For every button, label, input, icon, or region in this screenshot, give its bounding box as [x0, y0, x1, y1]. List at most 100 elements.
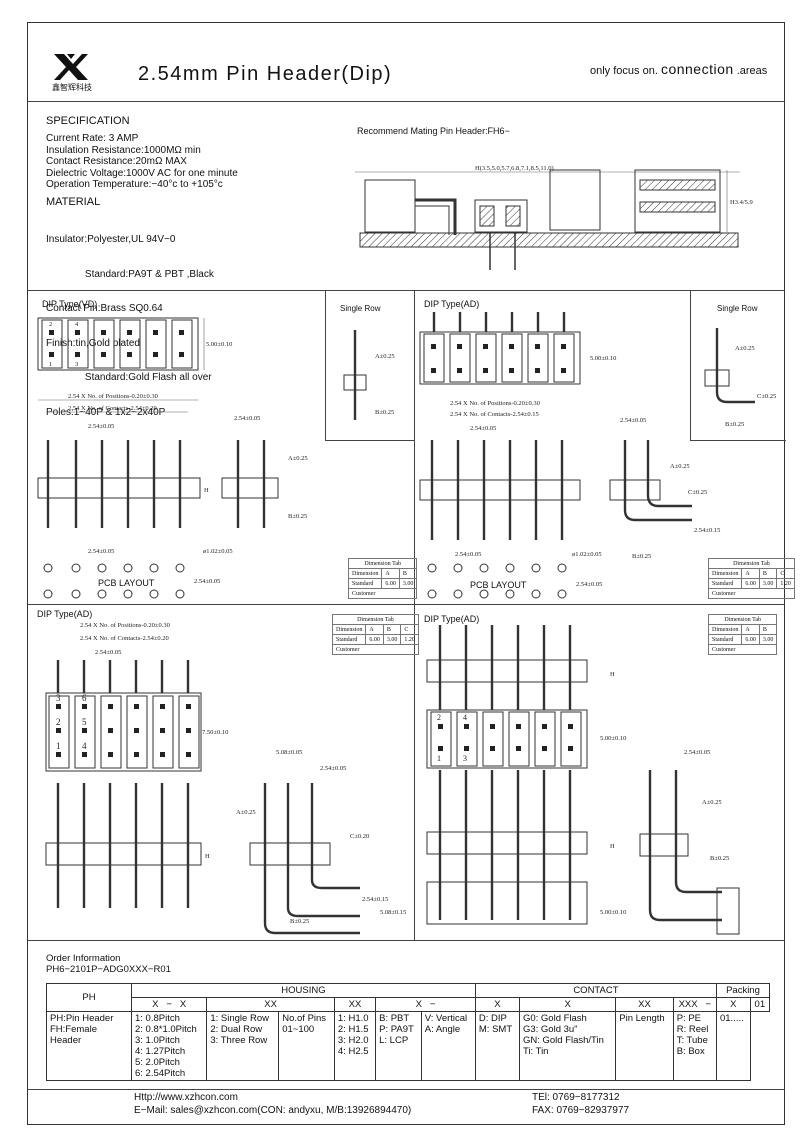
- dim-cell: Dimension: [707, 568, 743, 579]
- dim-cell: A: [381, 568, 400, 579]
- dim-label: 7.50±0.10: [202, 729, 228, 736]
- order-table: PH HOUSING CONTACT Packing X − X XX XX X…: [46, 983, 771, 1081]
- pin-number: 3: [75, 361, 78, 368]
- dim-label: 2.54±0.05: [684, 749, 710, 756]
- dim-cell: Standard: [707, 578, 743, 589]
- dim-label: ø1.02±0.05: [203, 548, 233, 555]
- dim-cell: B: [398, 568, 418, 579]
- footer-fax: FAX: 0769−82937977: [532, 1105, 630, 1116]
- dim-label: C±0.25: [757, 393, 776, 400]
- tagline-prefix: only focus on.: [590, 65, 658, 77]
- dim-label: 2.54±0.05: [194, 578, 220, 585]
- dim-label: H: [610, 843, 615, 850]
- mating-label: Recommend Mating Pin Header:FH6−: [357, 126, 510, 136]
- single-row-box: [690, 290, 786, 441]
- dim-label: 5.00±0.10: [600, 909, 626, 916]
- dim-label: 2.54 X No. of Positions-0.20±0.30: [80, 622, 170, 629]
- dim-label: A±0.25: [735, 345, 755, 352]
- dim-label: A±0.25: [288, 455, 308, 462]
- dim-label: B±0.25: [725, 421, 744, 428]
- pin-number: 4: [463, 713, 467, 722]
- dim-label: 2.54±0.15: [362, 896, 388, 903]
- footer-email[interactable]: E−Mail: sales@xzhcon.com(CON: andyxu, M/…: [134, 1105, 412, 1116]
- dim-cell: Customer: [347, 588, 418, 599]
- company-logo: 鑫智辉科技: [52, 52, 92, 92]
- dim-label: A±0.25: [375, 353, 395, 360]
- single-row-drawing: A±0.25 B±0.25: [343, 330, 395, 420]
- dim-label: B±0.25: [290, 918, 309, 925]
- dim-label: H: [205, 853, 210, 860]
- spec-list: Current Rate: 3 AMP Insulation Resistanc…: [46, 133, 238, 191]
- vd-top-view: 2 4 1 3 5.00±0.10: [37, 317, 232, 371]
- pin-number: 3: [463, 754, 467, 763]
- order-code: X − X: [130, 997, 208, 1012]
- dim-table-title: Dimension Tab: [347, 558, 418, 569]
- dim-label: 2.54 X No. of Contacts-2.54±0.20: [80, 635, 169, 642]
- dim-label: A±0.25: [236, 809, 256, 816]
- pin-number: 4: [82, 741, 87, 751]
- divider: [27, 940, 785, 941]
- dim-cell: C: [776, 568, 795, 579]
- dim-table-title: Dimension Tab: [708, 558, 795, 569]
- dim-label: 5.00±0.10: [600, 735, 626, 742]
- material-line: Finish:tin,Gold plated: [46, 337, 140, 349]
- pin-number: 3: [56, 693, 61, 703]
- panel-title-ad: DIP Type(AD): [424, 614, 480, 624]
- dim-label: A±0.25: [702, 799, 722, 806]
- order-col: Pin Length: [615, 1011, 674, 1081]
- dim-label: 2.54±0.05: [455, 551, 481, 558]
- pcb-layout-label: PCB LAYOUT: [470, 580, 527, 590]
- dim-cell: A: [741, 568, 760, 579]
- pin-number: 2: [56, 717, 61, 727]
- footer-web[interactable]: Http://www.xzhcon.com: [134, 1092, 238, 1103]
- tagline-big: connection: [660, 61, 734, 77]
- dim-label: 2.54±0.05: [320, 765, 346, 772]
- dim-label: B±0.25: [710, 855, 729, 862]
- dim-label: 2.54±0.05: [576, 581, 602, 588]
- single-row-label: Single Row: [340, 304, 381, 313]
- dim-cell: 3.00: [398, 578, 418, 589]
- header-divider: [27, 101, 785, 102]
- material-line: Contact Pin:Brass SQ0.64: [46, 303, 163, 314]
- dim-label: C±0.20: [350, 833, 369, 840]
- pin-number: 4: [75, 321, 79, 328]
- pin-number: 2: [437, 713, 441, 722]
- dim-cell: 6.00: [741, 578, 760, 589]
- order-code: X: [518, 997, 617, 1012]
- dim-label: 2.54±0.05: [88, 548, 114, 555]
- pin-number: 5: [82, 717, 87, 727]
- spec-line: Operation Temperature:−40°c to +105°c: [46, 179, 223, 190]
- material-heading: MATERIAL: [46, 196, 101, 208]
- order-code: X −: [375, 997, 476, 1012]
- dim-label: 2.54±0.05: [470, 425, 496, 432]
- dim-label: 2.54±0.15: [694, 527, 720, 534]
- spec-line: Dielectric Voltage:1000V AC for one minu…: [46, 167, 238, 179]
- order-code: XXX −: [672, 997, 717, 1012]
- order-code: 01: [749, 997, 771, 1012]
- order-housing-header: HOUSING: [131, 983, 476, 998]
- order-code: XX: [615, 997, 674, 1012]
- dim-label: 5.08±0.15: [380, 909, 406, 916]
- order-code: XX: [333, 997, 377, 1012]
- spec-line: Current Rate: 3 AMP: [46, 133, 139, 144]
- mating-drawing: H(3.5,5.0,5.7,6.8,7.1,8.5,11.0) H3.4/5.9: [355, 165, 753, 270]
- dim-label: B±0.25: [375, 409, 394, 416]
- dim-label: ø1.02±0.05: [572, 551, 602, 558]
- vd-drawing: 2 4 1 3 5.00±0.10 2.54 X No. of Position…: [37, 317, 308, 599]
- divider: [27, 290, 785, 291]
- footer-tel: TEl: 0769−8177312: [532, 1092, 620, 1103]
- dim-cell: 3.00: [758, 578, 778, 589]
- order-code: XX: [206, 997, 335, 1012]
- pin-number: 1: [49, 361, 52, 368]
- order-code: X: [715, 997, 751, 1012]
- ad2-drawing: 2.54 X No. of Positions-0.20±0.30 2.54 X…: [45, 622, 406, 935]
- dim-label: 5.08±0.05: [276, 749, 302, 756]
- dim-label: 5.00±0.10: [206, 341, 232, 348]
- ad1-drawing: 5.00±0.10 2.54 X No. of Positions-0.20±0…: [419, 312, 720, 599]
